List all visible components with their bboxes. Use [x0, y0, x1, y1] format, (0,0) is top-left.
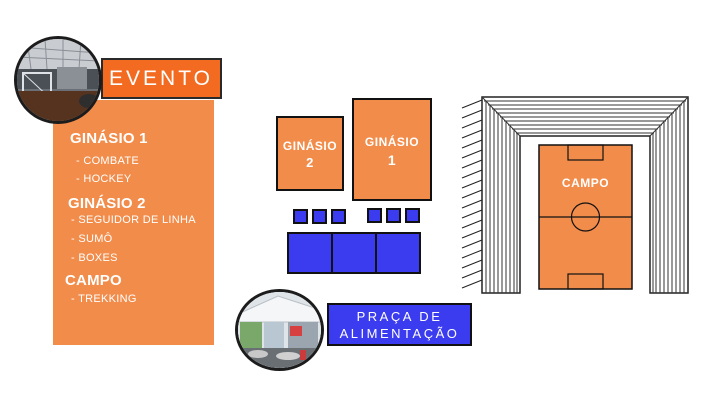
legend-item-combate: - COMBATE	[76, 155, 139, 167]
evento-photo	[14, 36, 102, 124]
campo-field-map	[461, 96, 689, 294]
ginasio-2-number: 2	[306, 155, 314, 170]
legend-item-hockey: - HOCKEY	[76, 173, 132, 185]
ginasio-1-label: GINÁSIO	[364, 135, 420, 149]
stand-block	[287, 232, 333, 274]
stand-square	[405, 208, 420, 223]
stand-block	[331, 232, 377, 274]
soccer-pitch	[538, 144, 633, 290]
stand-square	[331, 209, 346, 224]
ginasio-1-building: GINÁSIO 1	[352, 98, 432, 201]
evento-banner	[101, 58, 222, 99]
stand-square	[312, 209, 327, 224]
legend-item-trekking: - TREKKING	[71, 293, 137, 305]
bleachers	[461, 96, 689, 294]
ginasio-1-number: 1	[387, 152, 397, 168]
food-court-photo-image	[238, 292, 321, 368]
legend-group-campo: CAMPO	[65, 272, 122, 289]
praca-de-alimentacao-banner: PRAÇA DE ALIMENTAÇÃO	[327, 303, 472, 346]
praca-label-line2: ALIMENTAÇÃO	[339, 326, 460, 341]
stand-square	[293, 209, 308, 224]
stand-square	[386, 208, 401, 223]
campo-label: CAMPO	[561, 176, 610, 190]
event-legend-panel	[53, 100, 214, 345]
legend-item-seguidor-de-linha: - SEGUIDOR DE LINHA	[71, 214, 196, 226]
legend-item-boxes: - BOXES	[71, 252, 118, 264]
praca-label-line1: PRAÇA DE	[356, 309, 443, 324]
legend-item-sumo: - SUMÔ	[71, 233, 113, 245]
legend-group-ginasio-2: GINÁSIO 2	[68, 195, 146, 212]
ginasio-2-label: GINÁSIO	[282, 139, 338, 153]
stand-square	[367, 208, 382, 223]
praca-photo	[235, 289, 324, 371]
stand-block	[375, 232, 421, 274]
gym-photo-image	[17, 39, 99, 121]
evento-title: EVENTO	[109, 66, 213, 90]
ginasio-2-building: GINÁSIO 2	[276, 116, 344, 191]
legend-group-ginasio-1: GINÁSIO 1	[70, 130, 148, 147]
